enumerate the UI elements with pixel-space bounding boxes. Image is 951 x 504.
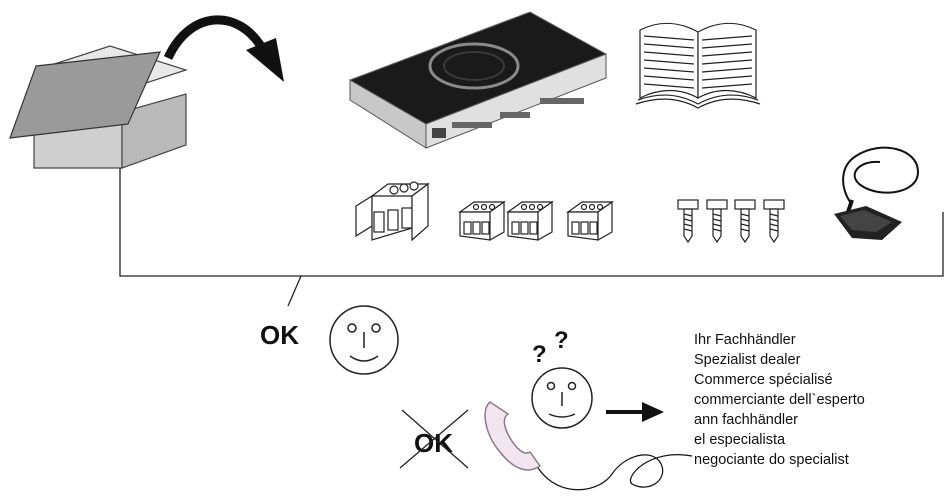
dealer-line: commerciante dell`esperto <box>694 392 865 408</box>
not-ok-label: OK <box>414 428 453 458</box>
screw-icon <box>763 199 785 244</box>
dealer-line: Ihr Fachhändler <box>694 332 796 348</box>
pointer-line <box>287 275 302 307</box>
terminal-plug-icon <box>355 181 430 242</box>
terminal-plug-icon <box>566 200 614 242</box>
open-box-icon <box>9 45 188 169</box>
curved-arrow-icon <box>163 15 284 82</box>
remote-control-icon <box>834 146 920 240</box>
ok-label: OK <box>260 320 299 350</box>
dealer-line: Commerce spécialisé <box>694 372 833 388</box>
bracket-line <box>119 168 944 277</box>
dealer-line: negociante do specialist <box>694 452 849 468</box>
confused-face-icon <box>531 367 593 429</box>
amplifier-icon <box>348 11 608 149</box>
screw-icon <box>677 199 699 244</box>
telephone-icon <box>484 401 693 491</box>
screw-icon <box>734 199 756 244</box>
right-arrow-icon <box>606 402 664 422</box>
manual-book-icon <box>635 22 761 109</box>
terminal-plug-icon <box>506 200 554 242</box>
happy-face-icon <box>329 305 399 375</box>
terminal-plug-icon <box>458 200 506 242</box>
screw-icon <box>706 199 728 244</box>
question-mark: ? <box>554 327 569 354</box>
dealer-text-block: Ihr Fachhändler Spezialist dealer Commer… <box>694 332 865 468</box>
dealer-line: el especialista <box>694 432 786 448</box>
cross-out-mark <box>399 409 469 469</box>
dealer-line: Spezialist dealer <box>694 352 801 368</box>
question-mark: ? <box>532 341 547 368</box>
dealer-line: ann fachhändler <box>694 412 798 428</box>
